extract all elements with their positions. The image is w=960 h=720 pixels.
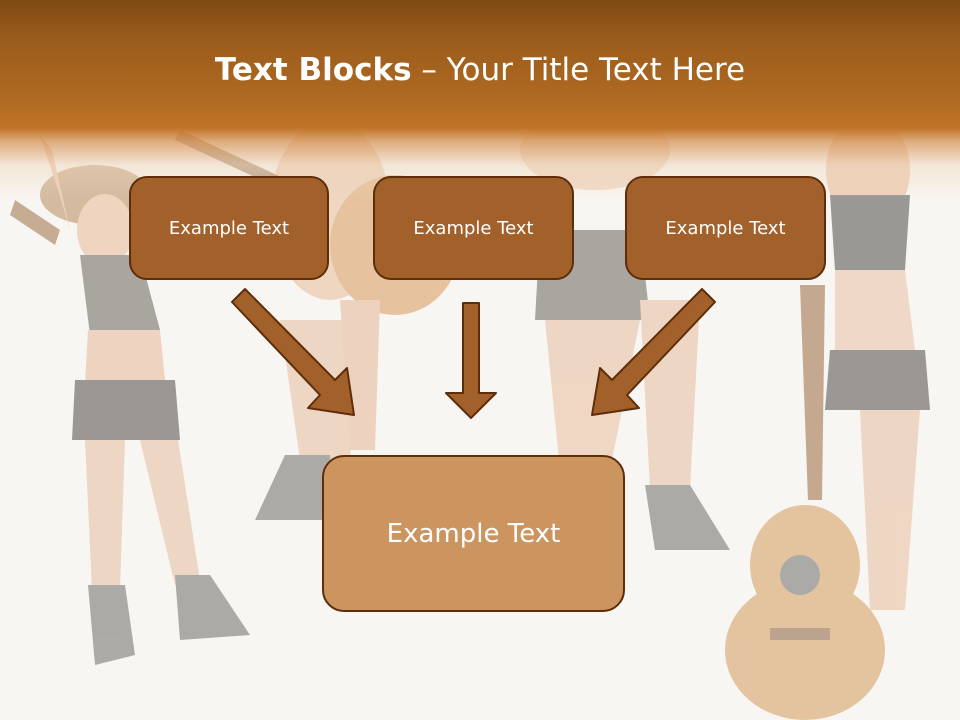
text-block-3-label: Example Text [665,217,786,239]
arrow-right-icon [591,288,716,416]
arrow-left-icon [231,288,355,416]
text-block-2[interactable]: Example Text [373,176,574,280]
arrow-down-icon [445,302,497,419]
title-bold-part: Text Blocks [214,52,412,88]
text-block-center[interactable]: Example Text [322,455,625,612]
title-bar [0,0,960,200]
text-block-1-label: Example Text [168,217,290,239]
text-block-1[interactable]: Example Text [129,176,329,280]
title-rest-part: Your Title Text Here [446,52,746,88]
text-block-center-label: Example Text [386,518,561,549]
slide-title: Text Blocks – Your Title Text Here [0,52,960,88]
text-block-3[interactable]: Example Text [625,176,826,280]
title-dash: – [411,52,447,88]
text-block-2-label: Example Text [413,217,534,239]
